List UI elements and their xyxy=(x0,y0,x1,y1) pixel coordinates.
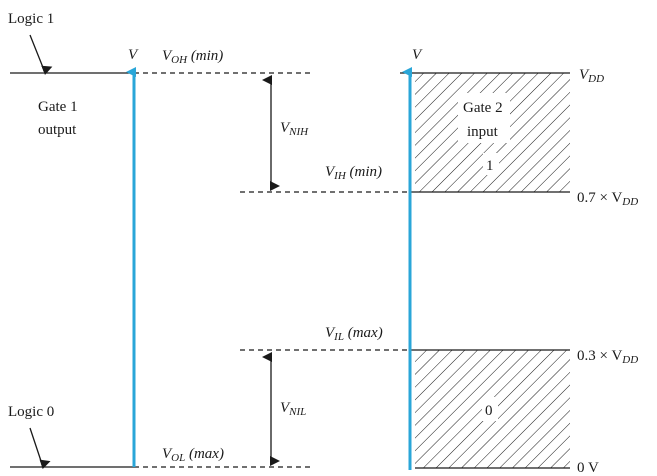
vih-label: VIH (min) xyxy=(325,164,382,182)
vnil-label: VNIL xyxy=(280,400,306,418)
zone-high-box xyxy=(483,153,499,175)
vdd07-label: 0.7 × VDD xyxy=(577,190,638,208)
vol-label: VOL (max) xyxy=(162,446,224,464)
gate1-label-line1: Gate 1 xyxy=(38,99,78,115)
zone-low-box xyxy=(482,397,498,421)
zone-low-label: 0 xyxy=(485,403,493,419)
v-right-label: V xyxy=(412,47,423,63)
zero-v-label: 0 V xyxy=(577,460,599,476)
logic0-pointer-arrow xyxy=(29,427,51,470)
vnih-label: VNIH xyxy=(280,120,309,138)
gate2-label-line2: input xyxy=(467,124,499,140)
gate2-label-line1: Gate 2 xyxy=(463,100,503,116)
logic1-pointer-arrow xyxy=(29,34,53,76)
gate2-label-box xyxy=(458,93,510,143)
voh-label: VOH (min) xyxy=(162,48,223,66)
v-left-label: V xyxy=(128,47,139,63)
vdd-label: VDD xyxy=(579,67,604,85)
logic0-label: Logic 0 xyxy=(8,404,54,420)
vdd03-label: 0.3 × VDD xyxy=(577,348,638,366)
vil-label: VIL (max) xyxy=(325,325,383,343)
gate1-label-line2: output xyxy=(38,122,77,138)
logic1-label: Logic 1 xyxy=(8,11,54,27)
zone-high-label: 1 xyxy=(486,158,494,174)
